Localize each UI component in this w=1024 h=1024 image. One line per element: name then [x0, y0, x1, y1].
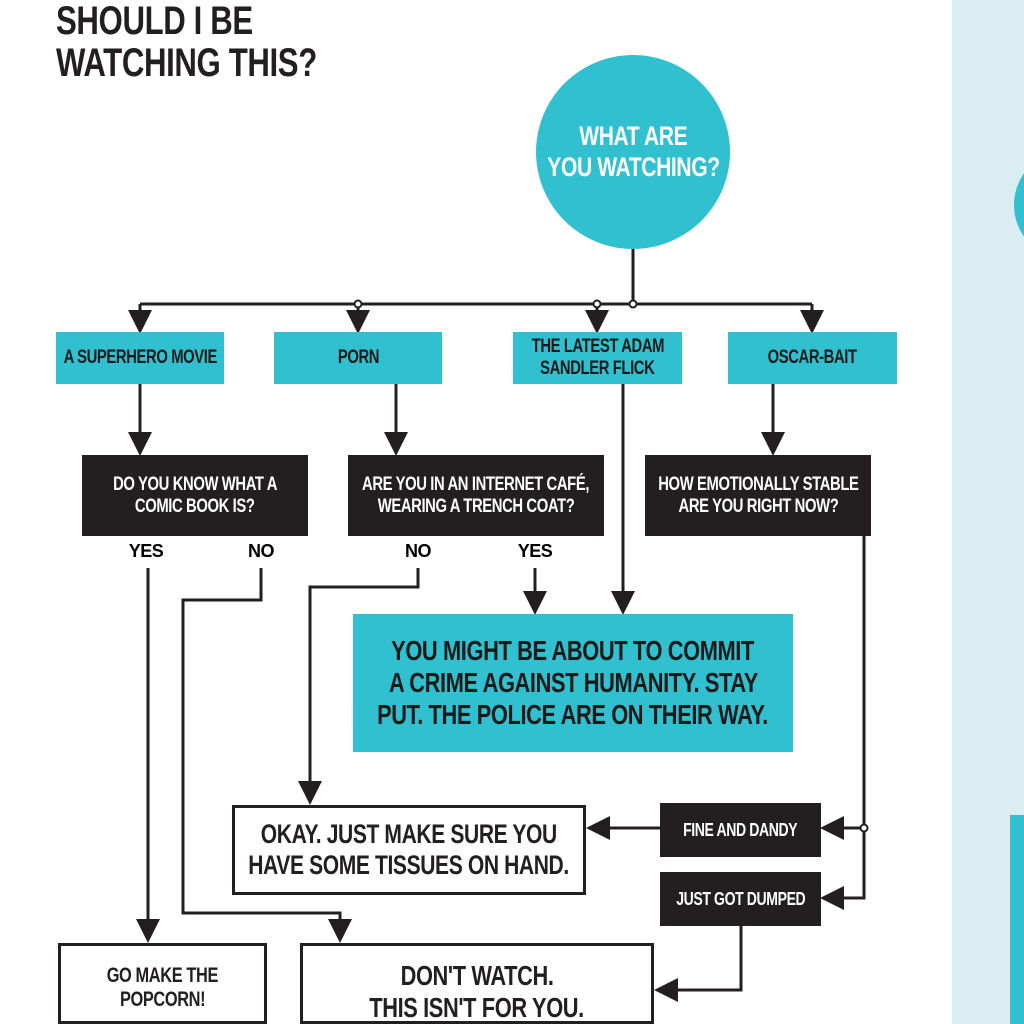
question-text: HOW EMOTIONALLY STABLE: [657, 473, 859, 495]
answer-yes-cafe: YES: [517, 541, 553, 561]
answer-no-cafe: NO: [405, 541, 432, 561]
result-text: HAVE SOME TISSUES ON HAND.: [248, 850, 570, 880]
option-label: SANDLER FLICK: [540, 358, 655, 379]
result-text: YOU MIGHT BE ABOUT TO COMMIT: [391, 634, 755, 666]
result-text: DON'T WATCH.: [400, 960, 554, 991]
result-text: OKAY. JUST MAKE SURE YOU: [260, 818, 558, 849]
option-oscar-bait: OSCAR-BAIT: [728, 332, 897, 384]
panel-circle-clip: [1014, 173, 1024, 237]
question-text: ARE YOU IN AN INTERNET CAFÉ,: [362, 473, 590, 495]
answer-yes-comic: YES: [128, 541, 164, 561]
option-superhero: A SUPERHERO MOVIE: [56, 332, 224, 384]
answer-fine-and-dandy: FINE AND DANDY: [660, 803, 821, 857]
option-label: PORN: [337, 347, 379, 369]
result-text: GO MAKE THE: [106, 964, 219, 987]
page-title: SHOULD I BE WATCHING THIS?: [56, 0, 390, 84]
option-porn: PORN: [274, 332, 442, 384]
question-text: DO YOU KNOW WHAT A: [113, 473, 277, 495]
start-line2: YOU WATCHING?: [546, 152, 720, 182]
title-line2: WATCHING THIS?: [56, 41, 317, 85]
question-text: ARE YOU RIGHT NOW?: [678, 495, 838, 517]
question-text: WEARING A TRENCH COAT?: [377, 495, 575, 517]
result-text: THIS ISN'T FOR YOU.: [369, 992, 585, 1024]
answer-text: FINE AND DANDY: [683, 819, 798, 840]
answer-text: JUST GOT DUMPED: [675, 888, 806, 909]
answer-just-got-dumped: JUST GOT DUMPED: [660, 872, 821, 926]
result-text: A CRIME AGAINST HUMANITY. STAY: [388, 666, 758, 698]
start-line1: WHAT ARE: [578, 120, 688, 151]
result-text: POPCORN!: [119, 988, 206, 1012]
option-label: THE LATEST ADAM: [531, 336, 664, 358]
result-dont-watch: DON'T WATCH.THIS ISN'T FOR YOU.: [300, 943, 654, 1024]
question-text: COMIC BOOK IS?: [135, 495, 255, 517]
option-label: A SUPERHERO MOVIE: [63, 347, 217, 369]
panel-circle: [1014, 173, 1024, 237]
right-panel: [952, 0, 1024, 1024]
option-label: OSCAR-BAIT: [767, 347, 858, 369]
answer-no-comic: NO: [248, 541, 275, 561]
panel-box: [1010, 815, 1024, 1024]
title-line1: SHOULD I BE: [56, 0, 253, 43]
result-text: PUT. THE POLICE ARE ON THEIR WAY.: [377, 699, 769, 731]
question-internet-cafe: ARE YOU IN AN INTERNET CAFÉ,WEARING A TR…: [348, 455, 604, 536]
